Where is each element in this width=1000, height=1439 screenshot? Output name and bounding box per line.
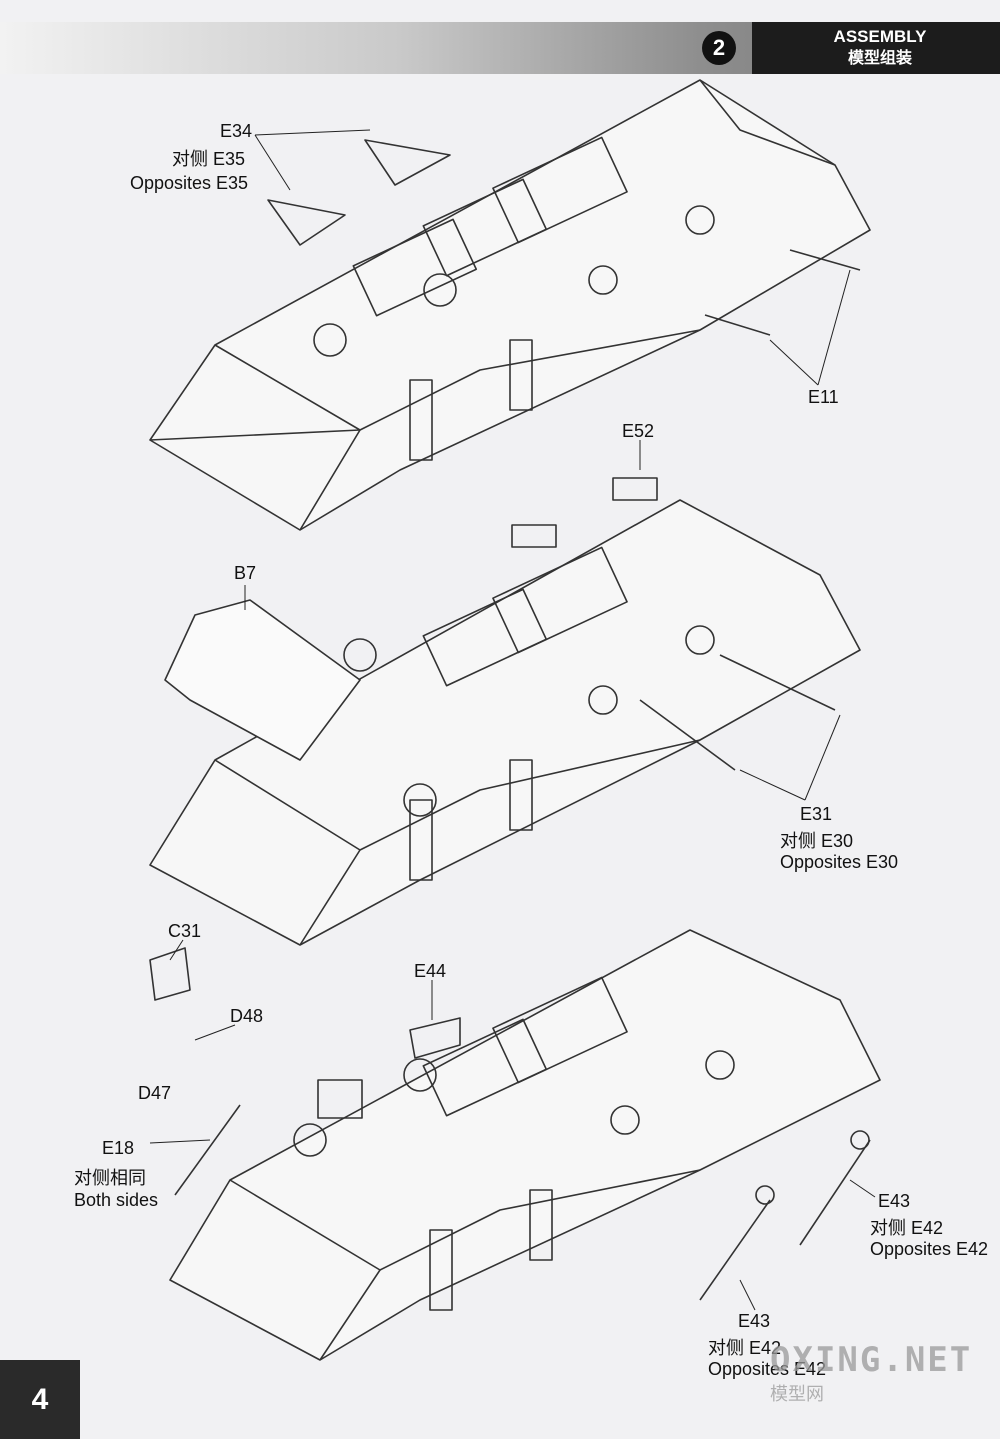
label-d48: D48 [230, 1006, 264, 1026]
header-title-en: ASSEMBLY [833, 27, 927, 46]
label-e43-right: E43 [878, 1191, 911, 1211]
label-b7: B7 [234, 563, 257, 583]
label-e44: E44 [414, 961, 447, 981]
label-e30-en: Opposites E30 [780, 852, 899, 872]
label-e18: E18 [102, 1138, 135, 1158]
label-c31: C31 [168, 921, 202, 941]
header-title: ASSEMBLY 模型组装 [760, 26, 1000, 70]
page-number: 4 [0, 1360, 80, 1439]
label-e43-bottom: E43 [738, 1311, 771, 1331]
label-both-zh: 对侧相同 [74, 1168, 146, 1188]
watermark: OXING.NET [770, 1340, 973, 1380]
label-e42-right-en: Opposites E42 [870, 1239, 989, 1259]
label-e52: E52 [622, 421, 655, 441]
hull-drawing-top [149, 79, 871, 531]
label-e35-en: Opposites E35 [130, 173, 249, 193]
leader-lines [149, 129, 876, 1311]
label-e11: E11 [808, 387, 839, 407]
label-e34: E34 [220, 121, 253, 141]
hull-drawing-bottom [149, 929, 881, 1361]
label-d47: D47 [138, 1083, 172, 1103]
header-title-zh: 模型组装 [847, 50, 912, 67]
header-title-panel [752, 22, 1000, 74]
label-e30-zh: 对侧 E30 [780, 831, 854, 851]
label-both-en: Both sides [74, 1190, 159, 1210]
hull-drawing-middle [149, 477, 861, 946]
label-e35-zh: 对侧 E35 [172, 149, 246, 169]
step-number-badge: 2 [702, 31, 736, 65]
label-e42-right-zh: 对侧 E42 [870, 1218, 944, 1238]
label-e31: E31 [800, 804, 833, 824]
label-e42-bottom-en: Opposites E42 [708, 1359, 827, 1379]
label-e42-bottom-zh: 对侧 E42 [708, 1338, 782, 1358]
watermark-sub: 模型网 [770, 1384, 824, 1404]
